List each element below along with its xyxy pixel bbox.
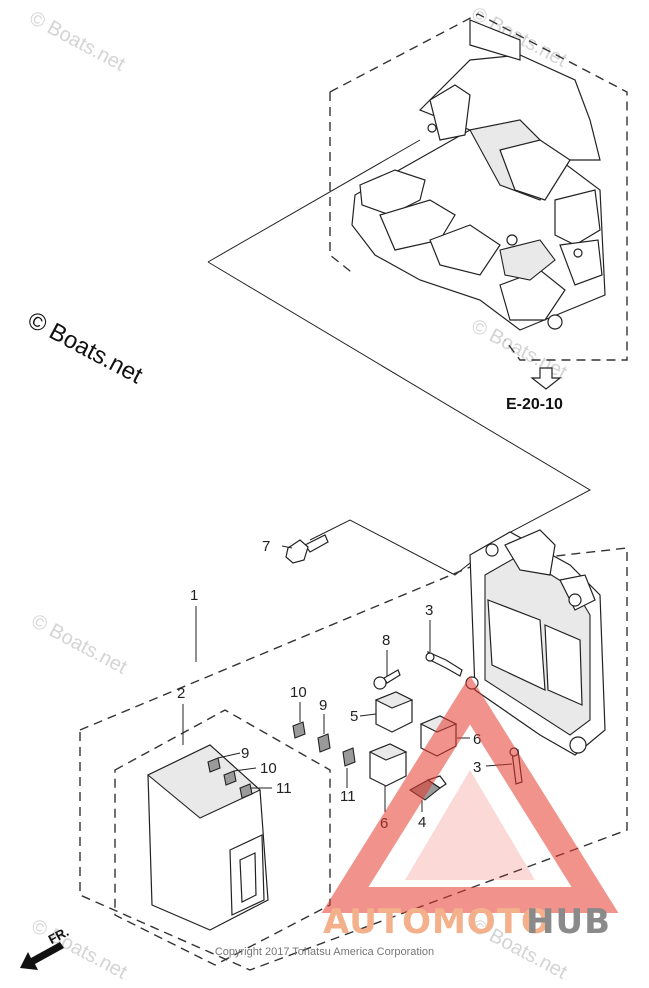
relay-6-lower (368, 743, 408, 787)
watermark: © Boats.net (28, 610, 131, 679)
bracket-outline (329, 13, 628, 361)
logo-triangle (321, 675, 619, 913)
reference-arrow-icon (530, 367, 562, 390)
callout-7: 7 (262, 538, 270, 555)
bolt (285, 534, 329, 564)
callout-9-cover: 9 (241, 745, 249, 762)
callout-3-upper: 3 (425, 602, 433, 619)
callout-2: 2 (177, 685, 185, 702)
logo-text-automoto: AUTOMOTO (323, 902, 551, 942)
logo-text-hub: HUB (526, 902, 611, 942)
fuses-loose (292, 721, 356, 767)
callout-9-upper: 9 (319, 697, 327, 714)
fuse-box-cover (146, 744, 269, 931)
copyright-notice: Copyright 2017 Tohatsu America Corporati… (214, 946, 435, 958)
watermark: © Boats.net (26, 7, 129, 76)
front-arrow-icon (20, 942, 64, 970)
engine-bracket (351, 19, 606, 331)
reference-label: E-20-10 (506, 396, 563, 413)
callout-5: 5 (350, 708, 358, 725)
fuse-box-base (465, 529, 606, 756)
callout-10-cover: 10 (260, 760, 277, 777)
callout-10-upper: 10 (290, 684, 307, 701)
relay-5 (374, 691, 414, 733)
callout-1: 1 (190, 587, 198, 604)
callout-8: 8 (382, 632, 390, 649)
watermark-main: © Boats.net (23, 306, 147, 389)
callout-3-lower: 3 (473, 759, 481, 776)
callout-4: 4 (418, 814, 426, 831)
terminal-upper (425, 650, 463, 677)
screw (373, 669, 401, 690)
callout-6-upper: 6 (473, 731, 481, 748)
callout-11-upper: 11 (340, 788, 356, 805)
callout-11-cover: 11 (276, 780, 292, 797)
leader-lines (182, 545, 513, 812)
